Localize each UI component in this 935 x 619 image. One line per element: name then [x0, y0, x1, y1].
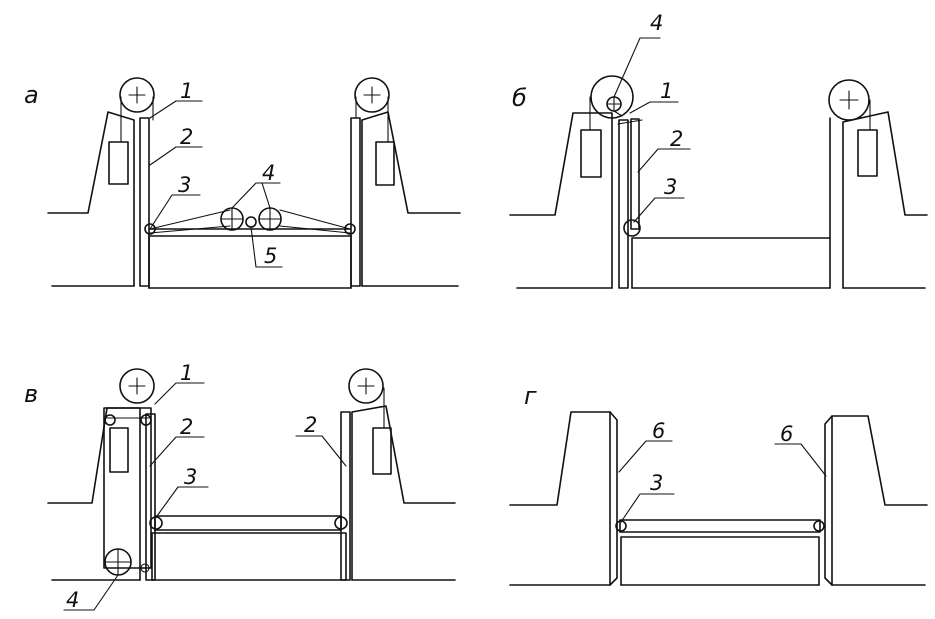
- callout-4: 4: [650, 11, 663, 35]
- callout-1: 1: [180, 79, 193, 103]
- leader-2: [149, 436, 205, 467]
- callout-2: 2: [670, 127, 683, 151]
- pulley-right: [348, 368, 384, 404]
- leader-5: [250, 226, 283, 268]
- callout-3: 3: [184, 465, 197, 489]
- winch-rope: [613, 110, 623, 117]
- pit-block: [148, 235, 352, 289]
- callout-3: 3: [178, 173, 191, 197]
- leader-3: [156, 486, 209, 517]
- panel-b: б 4 1 2 3: [509, 11, 928, 289]
- hinge-3: [623, 219, 641, 237]
- leader-4: [63, 574, 119, 611]
- callout-1: 1: [660, 79, 673, 103]
- leader-3: [633, 197, 685, 223]
- leader-2: [149, 146, 203, 166]
- leader-6-right: [774, 443, 827, 477]
- pit-block: [151, 532, 347, 581]
- leader-4: [231, 182, 281, 209]
- hinge-left: [615, 520, 627, 532]
- callout-4: 4: [262, 161, 275, 185]
- left-column: [509, 112, 613, 289]
- callout-2: 2: [180, 125, 193, 149]
- pulley-left: [119, 368, 155, 404]
- frame-pin-bottom: [140, 563, 150, 573]
- folded-traverse: [630, 118, 640, 230]
- pulley-right: [354, 77, 390, 113]
- panel-g: г 6 6 3: [509, 382, 928, 586]
- panel-letter-a: а: [24, 81, 39, 109]
- rope-left-lower: [149, 225, 231, 234]
- left-column: [47, 111, 135, 287]
- hinge-right: [813, 520, 825, 532]
- callout-2: 2: [180, 415, 193, 439]
- leader-1: [629, 101, 679, 114]
- right-column: [361, 111, 461, 287]
- wall-panel-right: [350, 117, 361, 287]
- roller-5: [245, 216, 257, 228]
- pulley-left: [590, 75, 634, 119]
- leader-1: [149, 100, 203, 119]
- pit-block: [620, 536, 820, 586]
- callout-5: 5: [264, 244, 277, 268]
- right-column: [351, 405, 456, 581]
- rope-right: [279, 209, 351, 230]
- counterweight-right: [375, 141, 395, 186]
- left-column: [509, 411, 611, 586]
- leader-1: [154, 382, 205, 405]
- panel-v: в 1 2 3: [24, 361, 456, 612]
- callout-1: 1: [180, 361, 193, 385]
- counterweight-left: [108, 141, 129, 185]
- leader-3: [149, 194, 201, 230]
- frame-pin-left: [104, 414, 116, 426]
- hinge-right: [344, 223, 356, 235]
- wall-panel-left: [609, 411, 618, 586]
- traverse-beam: [619, 519, 821, 533]
- traverse-beam: [154, 515, 342, 531]
- leader-2: [637, 148, 691, 173]
- callout-4: 4: [66, 588, 79, 612]
- leader-4b: [261, 182, 271, 209]
- left-column: [47, 407, 141, 581]
- frame-pin-right: [140, 414, 152, 426]
- wall-panel-right: [824, 415, 833, 586]
- counterweight-left: [109, 427, 129, 473]
- callout-6-left: 6: [652, 419, 665, 443]
- counterweight-right: [372, 427, 392, 475]
- callout-2-right: 2: [304, 413, 317, 437]
- pulley-left: [119, 77, 155, 113]
- wall-panel-left: [618, 119, 629, 289]
- panel-a: а: [24, 77, 461, 289]
- pit-block: [631, 237, 831, 289]
- leader-6-left: [618, 440, 673, 473]
- leader-3: [620, 493, 675, 523]
- counterweight-left: [580, 129, 602, 178]
- callout-3: 3: [664, 175, 677, 199]
- pulley-right: [828, 79, 870, 121]
- right-column: [842, 111, 928, 289]
- callout-6-right: 6: [780, 422, 793, 446]
- leader-2-right: [295, 435, 347, 467]
- panel-letter-b: б: [512, 84, 527, 112]
- panel-letter-v: в: [24, 380, 38, 408]
- rope-left: [149, 209, 231, 230]
- wall-panel-left: [139, 117, 150, 287]
- lifting-frame: [103, 407, 152, 569]
- panel-letter-g: г: [524, 382, 537, 410]
- callout-3: 3: [650, 471, 663, 495]
- hinge-right: [334, 516, 348, 530]
- traverse-top: [617, 119, 643, 125]
- hinge-left: [149, 516, 163, 530]
- rope-right-lower: [279, 225, 351, 234]
- right-column: [831, 415, 928, 586]
- hinge-left: [144, 223, 156, 235]
- counterweight-right: [857, 129, 878, 177]
- leader-4: [613, 37, 661, 98]
